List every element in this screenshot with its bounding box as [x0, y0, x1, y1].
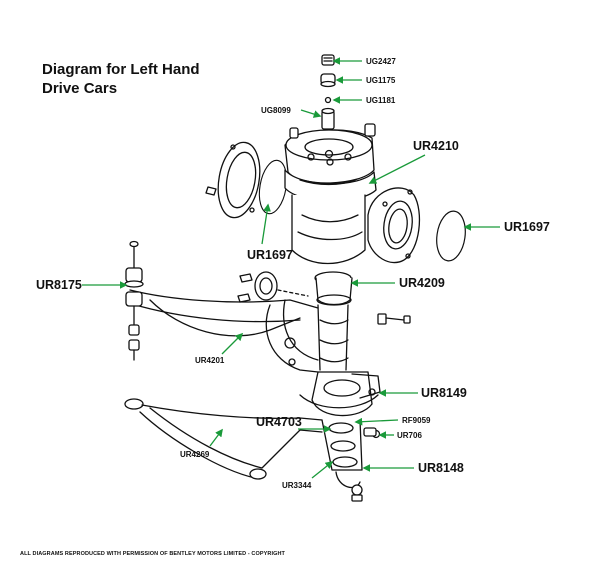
- label-ur706: UR706: [397, 431, 422, 440]
- right-flange: [367, 187, 421, 264]
- left-bolt-stack: [124, 240, 144, 361]
- part-labels: UG2427 UG1175 UG1181 UG8099 UR4210 UR169…: [36, 57, 550, 490]
- label-ur4210: UR4210: [413, 139, 459, 153]
- label-ur1697-left: UR1697: [247, 248, 293, 262]
- copyright-footer: ALL DIAGRAMS REPRODUCED WITH PERMISSION …: [20, 551, 285, 557]
- label-ur1697-right: UR1697: [504, 220, 550, 234]
- rubber-bush: [237, 271, 309, 303]
- label-ug2427: UG2427: [366, 57, 396, 66]
- side-bolt: [377, 313, 411, 325]
- upper-wishbone: [129, 289, 319, 373]
- leader-ug8099: [300, 109, 322, 118]
- title-line-2: Drive Cars: [42, 80, 118, 97]
- label-ur4703: UR4703: [256, 415, 302, 429]
- right-gasket-ring: [436, 210, 466, 262]
- label-ur8175: UR8175: [36, 278, 82, 292]
- label-ug1181: UG1181: [366, 96, 396, 105]
- label-ur4201: UR4201: [195, 356, 225, 365]
- label-ug1175: UG1175: [366, 76, 396, 85]
- steering-knuckle: [299, 371, 381, 502]
- lower-wishbone: [124, 398, 323, 480]
- leader-rf9059: [354, 417, 399, 426]
- spring-column: [314, 271, 353, 371]
- diagram-title: Diagram for Left Hand Drive Cars: [42, 60, 200, 98]
- left-cover-plate: [205, 141, 261, 219]
- leader-ur4269: [209, 428, 223, 447]
- main-housing: [284, 123, 377, 265]
- leader-arrows: [82, 57, 500, 479]
- label-ur4269: UR4269: [180, 450, 210, 459]
- leader-ur1697-left: [261, 203, 271, 245]
- leader-ur4210: [368, 154, 426, 184]
- suspension-artwork: [124, 54, 466, 502]
- title-line-1: Diagram for Left Hand: [42, 61, 200, 78]
- leader-ur4201: [221, 332, 244, 355]
- label-ur4209: UR4209: [399, 276, 445, 290]
- leader-ur3344: [311, 461, 334, 479]
- label-rf9059: RF9059: [402, 416, 431, 425]
- label-ur8148: UR8148: [418, 461, 464, 475]
- label-ur3344: UR3344: [282, 481, 312, 490]
- label-ur8149: UR8149: [421, 386, 467, 400]
- top-bolt-stack: [320, 54, 336, 130]
- label-ug8099: UG8099: [261, 106, 291, 115]
